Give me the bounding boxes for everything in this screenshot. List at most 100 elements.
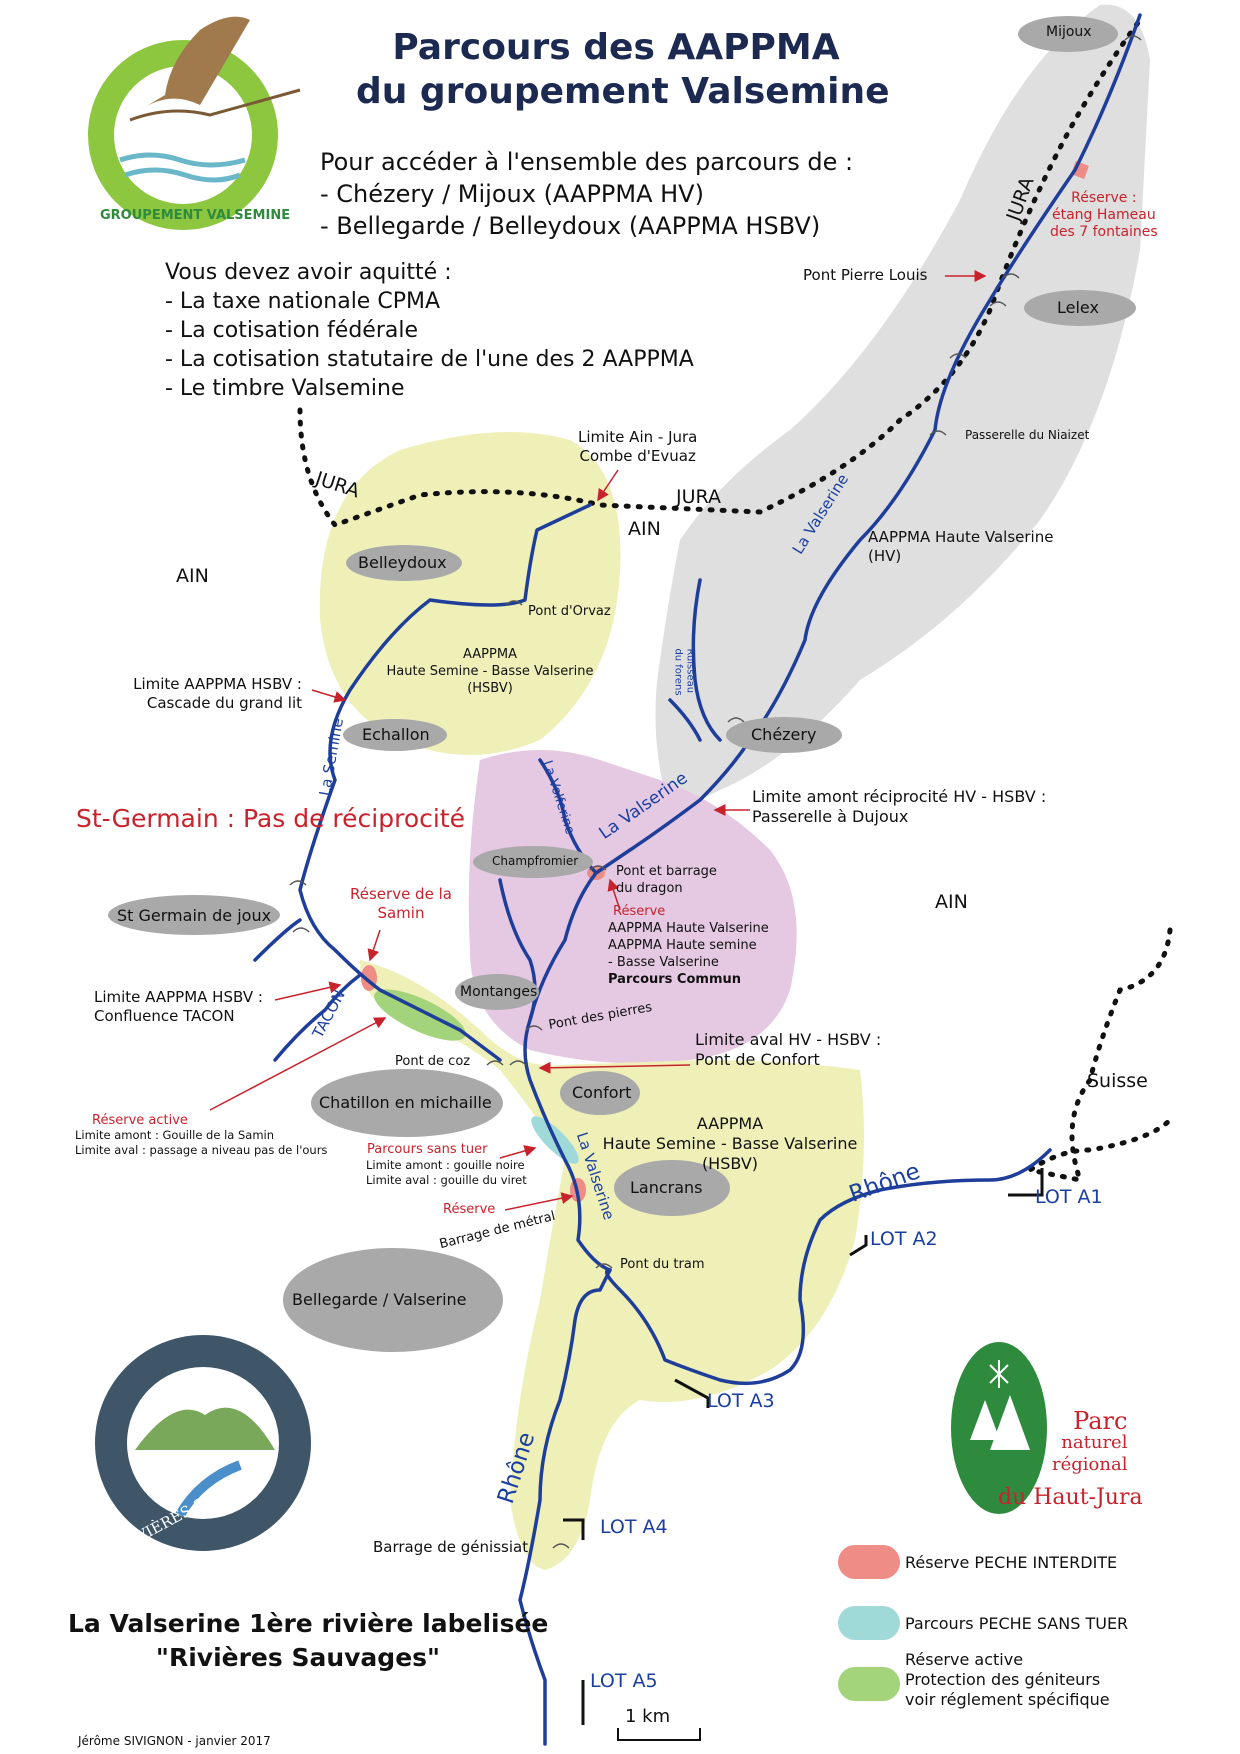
reserve-samin-line: Réserve de la bbox=[350, 885, 452, 903]
town-st-germain: St Germain de joux bbox=[117, 906, 272, 925]
zone-hsbv-south bbox=[360, 960, 864, 1570]
town-lancrans: Lancrans bbox=[630, 1178, 703, 1197]
intro-item: - Bellegarde / Belleydoux (AAPPMA HSBV) bbox=[320, 212, 821, 240]
parcours-commun-line: AAPPMA Haute semine bbox=[608, 938, 757, 953]
legend-reserve: Réserve PECHE INTERDITE bbox=[905, 1553, 1118, 1572]
border-suisse bbox=[1023, 927, 1173, 1184]
label-limite-ain-jura: Limite Ain - Jura Combe d'Evuaz bbox=[578, 428, 697, 466]
pill-lancrans bbox=[614, 1160, 730, 1216]
label-hv-region: AAPPMA Haute Valserine (HV) bbox=[868, 528, 1053, 566]
label-limite-confort: Limite aval HV - HSBV : Pont de Confort bbox=[695, 1030, 881, 1070]
sans-tuer-limit: Limite aval : gouille du viret bbox=[366, 1173, 527, 1187]
label-passerelle-niaizet: Passerelle du Niaizet bbox=[965, 428, 1090, 442]
legend-active-line: voir réglement spécifique bbox=[905, 1690, 1110, 1709]
town-echallon: Echallon bbox=[362, 725, 430, 744]
parc-line: Parc bbox=[1073, 1407, 1128, 1435]
river-tacon bbox=[273, 973, 362, 1062]
logo-parc-haut-jura bbox=[951, 1342, 1047, 1514]
sites-caption-line: "Rivières Sauvages" bbox=[155, 1643, 441, 1672]
reserve-etang-line: étang Hameau bbox=[1052, 207, 1156, 223]
bridge-genissiat bbox=[552, 1543, 570, 1549]
river-rhone bbox=[604, 1148, 1052, 1386]
lot-a1: LOT A1 bbox=[1035, 1186, 1103, 1208]
label-reserve-active-limits: Limite amont : Gouille de la Samin Limit… bbox=[75, 1128, 327, 1158]
hsbv-south-line: AAPPMA bbox=[696, 1114, 764, 1133]
label-reserve-active: Réserve active bbox=[92, 1113, 188, 1128]
hv-region-line: (HV) bbox=[868, 547, 902, 565]
lot-a3-marker bbox=[674, 1378, 710, 1408]
river-valserine bbox=[518, 13, 1142, 1746]
pill-echallon bbox=[343, 719, 447, 751]
region-suisse: Suisse bbox=[1087, 1070, 1148, 1092]
pill-confort bbox=[560, 1071, 640, 1115]
label-parcours-commun: AAPPMA Haute Valserine AAPPMA Haute semi… bbox=[608, 920, 769, 988]
title-line-1: Parcours des AAPPMA bbox=[392, 27, 840, 68]
river-tacon-branch bbox=[253, 918, 302, 962]
region-jura-mid: JURA bbox=[676, 486, 721, 508]
label-reserve-dragon: Réserve bbox=[613, 904, 666, 919]
label-reserve-samin: Réserve de la Samin bbox=[350, 885, 452, 923]
parc-line: naturel bbox=[1061, 1432, 1128, 1453]
town-chezery: Chézery bbox=[751, 725, 817, 744]
limite-dujoux-line: Limite amont réciprocité HV - HSBV : bbox=[752, 787, 1047, 806]
pill-lelex bbox=[1024, 290, 1136, 326]
border-jura-ain bbox=[297, 17, 1143, 528]
parcours-commun-line: AAPPMA Haute Valserine bbox=[608, 921, 769, 936]
label-parcours-sans-tuer-limits: Limite amont : gouille noire Limite aval… bbox=[366, 1158, 527, 1188]
pill-chatillon bbox=[311, 1069, 503, 1137]
limite-tacon-line: Confluence TACON bbox=[94, 1007, 235, 1025]
lot-a2: LOT A2 bbox=[870, 1228, 938, 1250]
bridge-orvaz bbox=[505, 600, 523, 606]
sites-caption-line: La Valserine 1ère rivière labelisée bbox=[68, 1609, 549, 1638]
sites-logo-top: SITE bbox=[168, 1383, 223, 1408]
scale-label: 1 km bbox=[625, 1706, 671, 1727]
bridge-north3 bbox=[949, 353, 967, 359]
pill-belleydoux bbox=[346, 545, 462, 581]
pill-bellegarde bbox=[283, 1248, 503, 1352]
reserve-active-zone bbox=[374, 989, 466, 1041]
bridge-confort bbox=[509, 1060, 527, 1066]
bridge-niaizet bbox=[929, 430, 947, 436]
zone-hv-grey bbox=[655, 4, 1150, 811]
lot-a3: LOT A3 bbox=[707, 1390, 775, 1412]
requirement-item: - La cotisation statutaire de l'une des … bbox=[165, 347, 694, 372]
lot-a2-marker bbox=[849, 1235, 868, 1257]
legend-no-kill: Parcours PECHE SANS TUER bbox=[905, 1614, 1129, 1633]
town-belleydoux: Belleydoux bbox=[358, 553, 447, 572]
logo-groupement bbox=[88, 16, 301, 230]
town-chatillon: Chatillon en michaille bbox=[319, 1093, 492, 1112]
legend-active: Réserve active Protection des géniteurs … bbox=[905, 1650, 1110, 1710]
bridge-stg1 bbox=[289, 880, 307, 886]
pill-st-germain bbox=[108, 895, 280, 935]
river-east-trib bbox=[668, 698, 702, 742]
mayfly-icon bbox=[140, 16, 250, 111]
page-title: Parcours des AAPPMA du groupement Valsem… bbox=[356, 26, 890, 114]
requirement-item: - Le timbre Valsemine bbox=[165, 376, 405, 401]
region-ain-mid: AIN bbox=[628, 518, 661, 540]
logo-rivieres-sauvages bbox=[95, 1335, 311, 1551]
parcours-commun-line: - Basse Valserine bbox=[608, 955, 719, 970]
town-bellegarde: Bellegarde / Valserine bbox=[292, 1290, 467, 1309]
ruisseau-line: du forens bbox=[672, 648, 684, 696]
town-champfromier: Champfromier bbox=[492, 854, 579, 868]
intro-item: - Chézery / Mijoux (AAPPMA HV) bbox=[320, 180, 704, 208]
legend-active-line: Réserve active bbox=[905, 1650, 1024, 1669]
town-lelex: Lelex bbox=[1057, 298, 1099, 317]
label-hsbv-north: AAPPMA Haute Semine - Basse Valserine (H… bbox=[380, 646, 600, 697]
town-mijoux: Mijoux bbox=[1046, 24, 1092, 40]
reserve-etang-line: des 7 fontaines bbox=[1050, 224, 1158, 240]
bridge-pierre-louis bbox=[1002, 273, 1020, 279]
limite-cascade-line: Cascade du grand lit bbox=[146, 694, 302, 712]
requirement-item: - La cotisation fédérale bbox=[165, 318, 418, 343]
lot-a4: LOT A4 bbox=[600, 1516, 668, 1538]
reserve-etang-line: Réserve : bbox=[1071, 190, 1137, 206]
intro-lead: Pour accéder à l'ensemble des parcours d… bbox=[320, 148, 854, 176]
ruisseau-line: Ruisseau bbox=[684, 648, 696, 694]
hv-region-line: AAPPMA Haute Valserine bbox=[868, 528, 1054, 546]
region-ain-east: AIN bbox=[935, 891, 968, 913]
label-limite-cascade: Limite AAPPMA HSBV : Cascade du grand li… bbox=[122, 675, 302, 713]
limite-confort-line: Limite aval HV - HSBV : bbox=[695, 1030, 882, 1049]
pill-montanges bbox=[455, 974, 539, 1010]
hsbv-north-line: (HSBV) bbox=[467, 681, 513, 696]
reserve-active-limit: Limite aval : passage a niveau pas de l'… bbox=[75, 1143, 328, 1157]
